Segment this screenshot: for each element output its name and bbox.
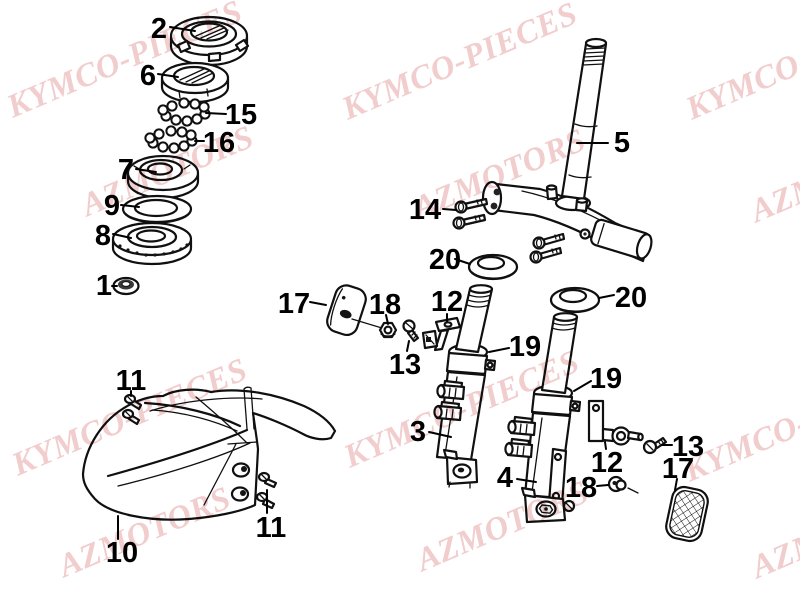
callout-part-8: 8 (95, 220, 111, 252)
part-13-bolt-right (642, 436, 668, 455)
callout-part-19-right: 19 (590, 363, 622, 395)
callout-part-14: 14 (409, 194, 441, 226)
callout-part-17-right: 17 (662, 453, 694, 485)
callout-part-3: 3 (410, 416, 426, 448)
callout-part-4: 4 (497, 462, 513, 494)
callout-part-20-left: 20 (429, 244, 461, 276)
callout-part-2: 2 (151, 13, 167, 45)
part-12-bracket-right (587, 399, 644, 446)
callout-part-7: 7 (118, 154, 134, 186)
part-10-front-fender (81, 386, 337, 521)
part-16-ball-retainer-lower (144, 125, 198, 154)
callout-part-12-right: 12 (591, 447, 623, 479)
leader-lines (111, 26, 678, 540)
part-3-fork-leg-left (433, 284, 497, 489)
part-13-bolt-left (402, 319, 420, 343)
callout-part-11-top: 11 (116, 365, 147, 397)
part-9-dust-seal-washer (121, 194, 193, 224)
part-5-steering-stem-bridge (481, 37, 653, 263)
callout-part-6: 6 (140, 60, 156, 92)
callout-part-17-left: 17 (278, 288, 310, 320)
part-6-steering-adjust-nut (160, 61, 230, 104)
callout-part-1: 1 (96, 270, 112, 302)
part-7-bearing-race-upper (126, 154, 200, 200)
callout-part-9: 9 (104, 190, 120, 222)
part-4-fork-leg-right (504, 312, 582, 524)
callout-part-10: 10 (106, 537, 138, 569)
callout-part-11-bottom: 11 (256, 512, 287, 544)
callout-part-16: 16 (203, 127, 235, 159)
part-18-nut-left (378, 321, 398, 339)
callout-part-5: 5 (614, 127, 630, 159)
callout-part-18-left: 18 (369, 289, 401, 321)
part-20-fork-cover-left (467, 253, 519, 281)
part-15-ball-retainer-upper (157, 97, 211, 127)
part-17-reflector-right (665, 485, 709, 543)
part-11-screws-top (121, 393, 143, 426)
part-18-nut-right (607, 475, 639, 494)
part-14-bridge-pinch-bolts (452, 197, 566, 264)
part-11-screws-bottom (255, 471, 278, 510)
part-17-reflector-left (326, 284, 383, 337)
callout-part-12-left: 12 (431, 286, 463, 318)
part-2-steering-stem-nut (169, 15, 250, 67)
part-12-bracket-left (421, 316, 462, 352)
callout-part-20-right: 20 (615, 282, 647, 314)
callout-part-13-right: 13 (672, 431, 704, 463)
callout-part-13-left: 13 (389, 349, 421, 381)
part-8-bearing-race-lower (111, 221, 193, 266)
callout-part-15: 15 (225, 99, 257, 131)
part-20-fork-cover-right (549, 286, 601, 314)
callout-part-19-left: 19 (509, 331, 541, 363)
callout-part-18-right: 18 (565, 472, 597, 504)
